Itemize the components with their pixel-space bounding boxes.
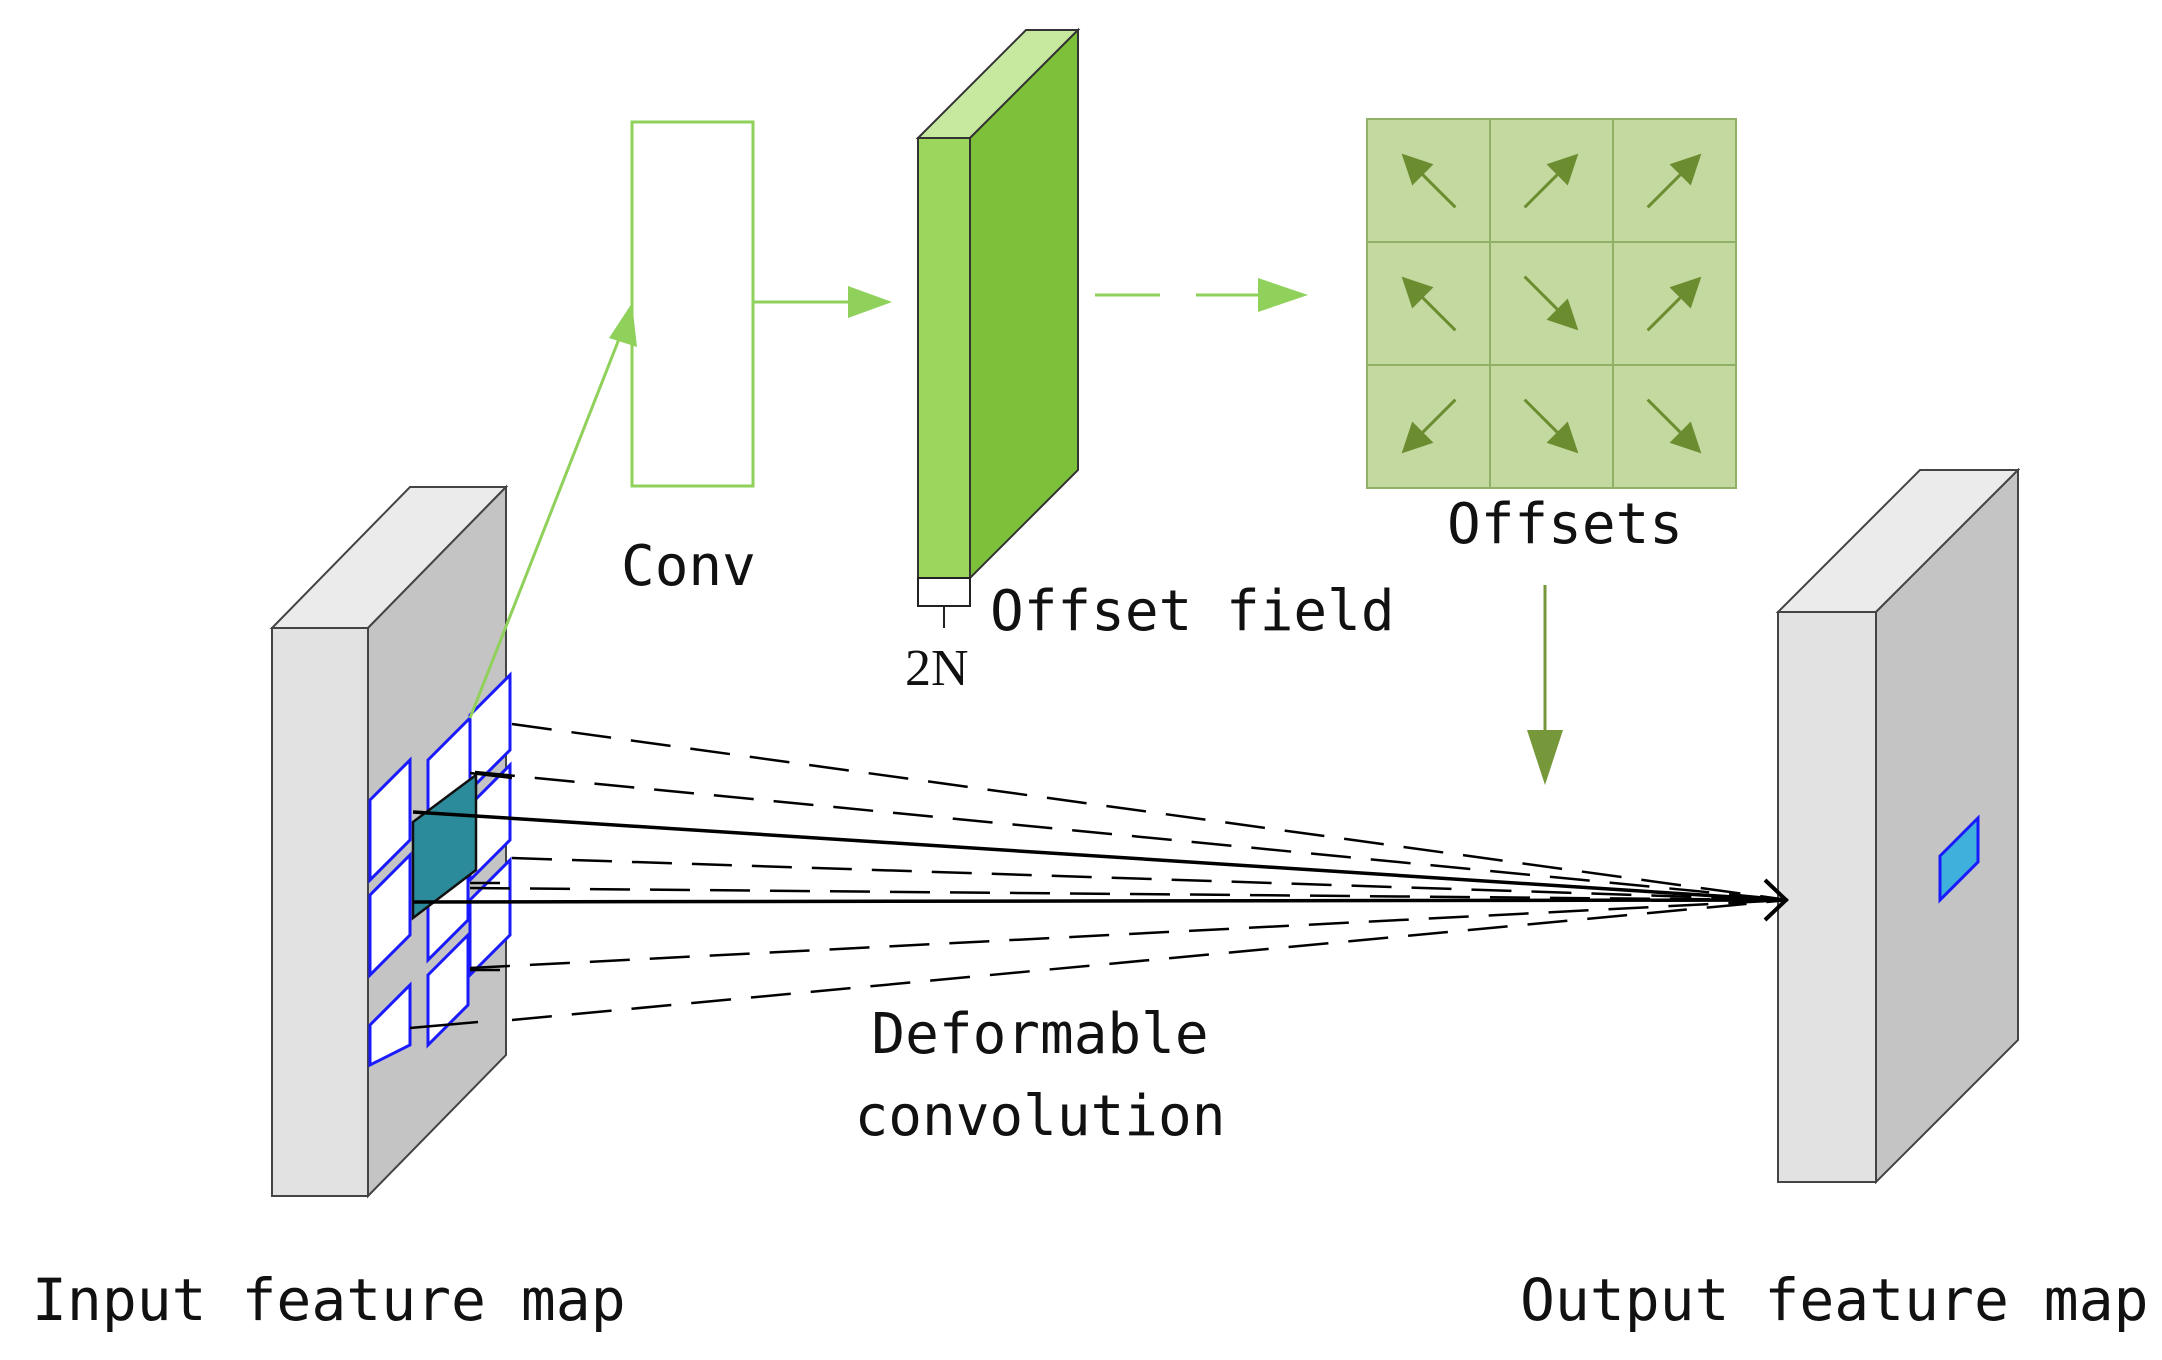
offset-field-2n-depth <box>917 577 971 607</box>
offset-arrow-icon <box>1401 398 1457 454</box>
output-map-front-face <box>1777 611 1877 1183</box>
sample-box <box>368 981 412 1068</box>
field-to-offsets-arrow <box>1095 278 1308 312</box>
input-map-front-face <box>271 627 369 1197</box>
offsets-grid <box>1366 118 1737 489</box>
dashed-projection-lines <box>469 722 1789 1022</box>
offset-arrow-icon <box>1646 276 1702 332</box>
output-feature-map <box>1775 467 2021 1185</box>
sample-box <box>468 671 512 794</box>
offset-arrows <box>1401 153 1702 454</box>
offset-arrow-icon <box>1646 398 1702 454</box>
output-feature-map-label: Output feature map <box>1520 1266 2149 1334</box>
output-cell <box>1938 814 1980 904</box>
projection-arrowhead <box>1763 878 1789 922</box>
conv-label: Conv <box>621 534 756 599</box>
offset-arrow-icon <box>1523 153 1579 209</box>
offset-arrow-icon <box>1523 275 1579 331</box>
solid-projection-lines <box>412 810 1781 904</box>
offset-field-front-face <box>917 137 971 579</box>
deformable-label-line1: Deformable <box>871 1002 1208 1067</box>
offset-arrow-icon <box>1401 276 1457 332</box>
sample-box <box>368 756 412 884</box>
sample-box <box>426 931 470 1049</box>
two-n-label: 2N <box>905 640 969 697</box>
input-feature-map-label: Input feature map <box>32 1266 626 1334</box>
conv-to-field-arrowhead <box>848 286 892 318</box>
offsets-label: Offsets <box>1447 492 1683 557</box>
offsets-to-output-arrowhead <box>1527 730 1563 785</box>
offset-field-label: Offset field <box>990 579 1395 644</box>
sample-leader-lines <box>409 771 513 1030</box>
offset-arrow-icon <box>1523 398 1579 454</box>
offset-field-block <box>915 27 1081 628</box>
sample-box <box>368 851 412 979</box>
deformable-label-line2: convolution <box>855 1084 1226 1149</box>
projection-lines <box>409 722 1789 1030</box>
kernel-center-cell <box>411 772 478 921</box>
input-to-conv-arrow <box>468 305 634 719</box>
offset-arrow-icon <box>1646 153 1702 209</box>
conv-box <box>630 120 755 488</box>
input-to-conv-arrowhead <box>609 303 637 347</box>
offset-arrow-icon <box>1401 153 1457 209</box>
